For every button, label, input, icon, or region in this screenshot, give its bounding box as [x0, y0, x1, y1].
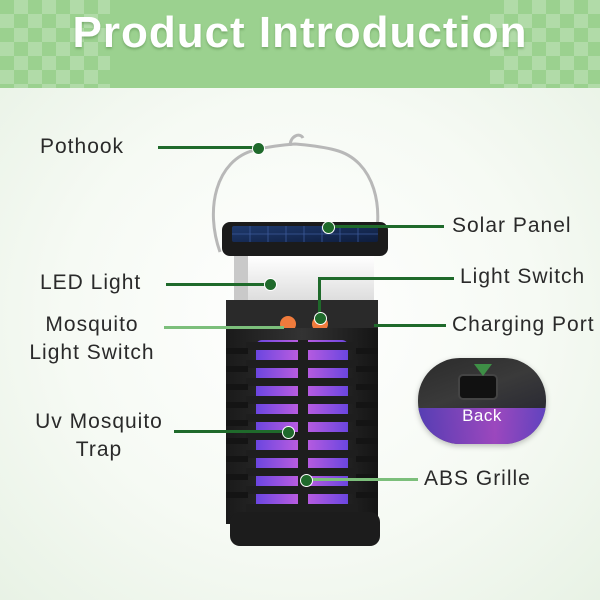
leader-dot-led [264, 278, 277, 291]
leader-line-solar [328, 225, 444, 228]
label-mosquito-line1: Mosquito [45, 313, 139, 336]
leader-line-light-switch-vertical [318, 277, 321, 315]
leader-line-abs-grille [306, 478, 418, 481]
leader-line-charging-port [374, 324, 446, 327]
label-uv-line2: Trap [75, 438, 123, 461]
leader-line-led [166, 283, 266, 286]
solar-panel-top [222, 222, 388, 256]
switch-band [226, 300, 378, 330]
checker-pattern-right [490, 0, 600, 88]
label-led-light: LED Light [40, 271, 142, 294]
leader-dot-abs-grille [300, 474, 313, 487]
checker-pattern-left [0, 0, 110, 88]
inset-back-label: Back [462, 406, 502, 425]
label-mosquito-light-switch: Mosquito Light Switch [22, 311, 162, 367]
side-grille [226, 348, 378, 498]
inset-uv-glow [418, 408, 546, 444]
leader-dot-pothook [252, 142, 265, 155]
label-solar-panel: Solar Panel [452, 214, 572, 237]
label-uv-line1: Uv Mosquito [35, 410, 163, 433]
label-pothook: Pothook [40, 135, 125, 158]
label-charging-port: Charging Port [452, 313, 595, 336]
leader-dot-uv-trap [282, 426, 295, 439]
label-mosquito-line2: Light Switch [29, 341, 155, 364]
abs-grille [246, 340, 358, 512]
leader-line-mosquito-switch [164, 326, 284, 329]
down-arrow-icon [474, 364, 492, 376]
usb-port-icon [458, 374, 498, 400]
pothook-handle [212, 133, 380, 253]
leader-line-pothook [158, 146, 258, 149]
label-light-switch: Light Switch [460, 265, 586, 288]
page-title: Product Introduction [72, 8, 528, 57]
label-uv-mosquito-trap: Uv Mosquito Trap [24, 408, 174, 464]
leader-dot-light-switch [314, 312, 327, 325]
leader-dot-solar [322, 221, 335, 234]
label-abs-grille: ABS Grille [424, 467, 531, 490]
header-banner: Product Introduction [0, 0, 600, 88]
leader-line-uv-trap [174, 430, 286, 433]
leader-line-light-switch [320, 277, 454, 280]
